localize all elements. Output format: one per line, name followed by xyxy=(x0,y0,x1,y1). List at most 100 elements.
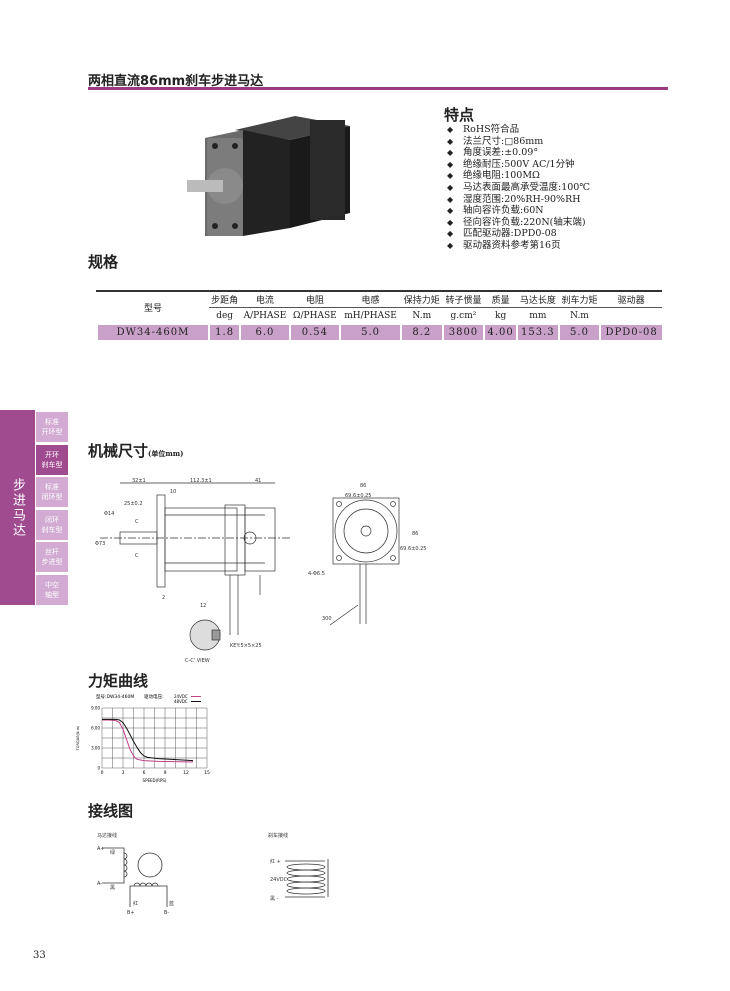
y-tick: 9.00 xyxy=(91,706,100,711)
dim-key-d: 12 xyxy=(200,603,206,609)
col-unit: A/PHASE xyxy=(240,307,290,324)
dim-h86: 86 xyxy=(412,531,418,537)
table-cell: 6.0 xyxy=(239,324,290,340)
dim-l25: 25±0.2 xyxy=(124,501,143,507)
tab-line2: 开环型 xyxy=(41,428,63,436)
dim-len3: 41 xyxy=(255,478,261,484)
dim-h69: 69.6±0.25 xyxy=(400,546,426,552)
y-axis-label: TORQUE(N.m) xyxy=(76,725,80,751)
brake-red: 红 + xyxy=(270,858,281,865)
brake-wiring-label: 刹车接线 xyxy=(268,832,288,839)
sidebar-tab[interactable]: 中空轴型 xyxy=(36,574,68,605)
tab-line2: 刹车型 xyxy=(41,460,63,469)
feature-item: 法兰尺寸:□86mm xyxy=(447,136,590,148)
sidebar-tab[interactable]: 标准开环型 xyxy=(36,412,68,442)
col-unit: N.m xyxy=(400,307,443,324)
sidebar-tab[interactable]: 标准闭环型 xyxy=(36,477,68,507)
col-unit: deg xyxy=(209,307,241,324)
table-cell: DPD0-08 xyxy=(599,324,662,340)
col-header: 保持力矩 xyxy=(403,296,440,306)
col-unit xyxy=(600,307,662,324)
feature-item: RoHS符合品 xyxy=(447,124,590,136)
header-row: 型号步距角电流电阻电感保持力矩转子惯量质量马达长度刹车力矩驱动器 xyxy=(97,292,662,314)
table-cell: 1.8 xyxy=(207,324,241,340)
sidebar-tab[interactable]: 闭环刹车型 xyxy=(36,509,68,540)
table-cell: 4.00 xyxy=(483,324,517,340)
a-minus: A- xyxy=(97,881,102,887)
dim-c1: C xyxy=(135,519,139,525)
col-header: 马达长度 xyxy=(519,296,556,306)
table-cell: 8.2 xyxy=(399,324,443,340)
tab-line1: 标准 xyxy=(45,418,59,426)
dim-d14: Φ14 xyxy=(104,511,114,517)
black-wire: 黑 xyxy=(110,885,115,891)
sidebar-tab[interactable]: 开环刹车型 xyxy=(36,444,68,475)
chart-voltage-label: 驱动电压: xyxy=(144,693,164,700)
dim-view: C-C' VIEW xyxy=(185,658,210,664)
tab-line1: 标准 xyxy=(45,483,59,491)
x-tick: 9 xyxy=(164,770,167,776)
sidebar-category: 步进马达 xyxy=(0,410,35,605)
tab-line2: 步进型 xyxy=(41,558,63,566)
x-tick: 12 xyxy=(183,770,189,776)
feature-item: 驱动器资料参考第16页 xyxy=(447,240,590,252)
dim-d73: Φ73 xyxy=(95,541,105,547)
page-number: 33 xyxy=(33,950,46,961)
front-view xyxy=(329,497,400,626)
motor-coils xyxy=(102,847,329,907)
feature-item: 角度误差:±0.09° xyxy=(447,147,590,159)
feature-item: 绝缘耐压:500V AC/1分钟 xyxy=(447,159,590,171)
features-heading: 特点 xyxy=(444,106,475,124)
dimensions-title: 机械尺寸 xyxy=(88,442,149,460)
y-tick: 0 xyxy=(97,766,100,771)
col-header: 驱动器 xyxy=(617,296,645,306)
blue-wire: 蓝 xyxy=(169,900,174,907)
series-line-48VDC xyxy=(102,718,194,762)
tab-line2: 刹车型 xyxy=(41,525,63,534)
x-tick: 0 xyxy=(101,770,104,776)
dim-len2: 112.3±1 xyxy=(190,478,212,484)
dim-l2: 2 xyxy=(162,595,165,601)
col-unit: mH/PHASE xyxy=(340,307,401,324)
side-view xyxy=(100,482,290,635)
tab-line1: 闭环 xyxy=(45,515,59,524)
legend-label: 24VDC xyxy=(174,694,188,699)
table-cell: 3800 xyxy=(441,324,485,340)
feature-item: 马达表面最高承受温度:100℃ xyxy=(447,182,590,194)
x-tick: 3 xyxy=(122,770,125,776)
col-header: 质量 xyxy=(491,296,510,306)
green-wire: 绿 xyxy=(110,849,115,856)
dim-c2: C xyxy=(135,553,139,559)
tab-line1: 中空 xyxy=(45,580,59,589)
dim-w69: 69.6±0.25 xyxy=(345,493,371,499)
x-axis-label: SPEED(RPS) xyxy=(143,778,167,783)
col-unit: mm xyxy=(516,307,559,324)
a-plus: A+ xyxy=(97,846,105,852)
col-header: 转子惯量 xyxy=(445,296,482,306)
col-model: 型号 xyxy=(143,304,162,314)
wiring-heading: 接线图 xyxy=(88,802,134,820)
dim-len1: 32±1 xyxy=(132,478,146,484)
motor-wiring-label: 马达接线 xyxy=(97,832,117,839)
torque-heading: 力矩曲线 xyxy=(88,672,149,690)
col-unit: g.cm² xyxy=(442,307,485,324)
b-plus: B+ xyxy=(127,910,135,916)
features-list: RoHS符合品法兰尺寸:□86mm角度误差:±0.09°绝缘耐压:500V AC… xyxy=(447,124,590,252)
dim-holes: 4-Φ6.5 xyxy=(308,571,325,577)
feature-item: 径向容许负载:220N(轴末端) xyxy=(447,217,590,229)
table-cell: 5.0 xyxy=(339,324,401,340)
table-cell: 0.54 xyxy=(288,324,341,340)
col-header: 电阻 xyxy=(305,296,324,306)
table-cell: 5.0 xyxy=(557,324,601,340)
col-unit: N.m xyxy=(558,307,601,324)
y-tick: 6.00 xyxy=(91,726,100,731)
col-unit: Ω/PHASE xyxy=(289,307,341,324)
col-header: 电流 xyxy=(255,296,274,306)
dimensions-unit: (单位mm) xyxy=(148,449,184,458)
sidebar-tab[interactable]: 丝杆步进型 xyxy=(36,542,68,572)
x-tick: 15 xyxy=(204,770,210,776)
